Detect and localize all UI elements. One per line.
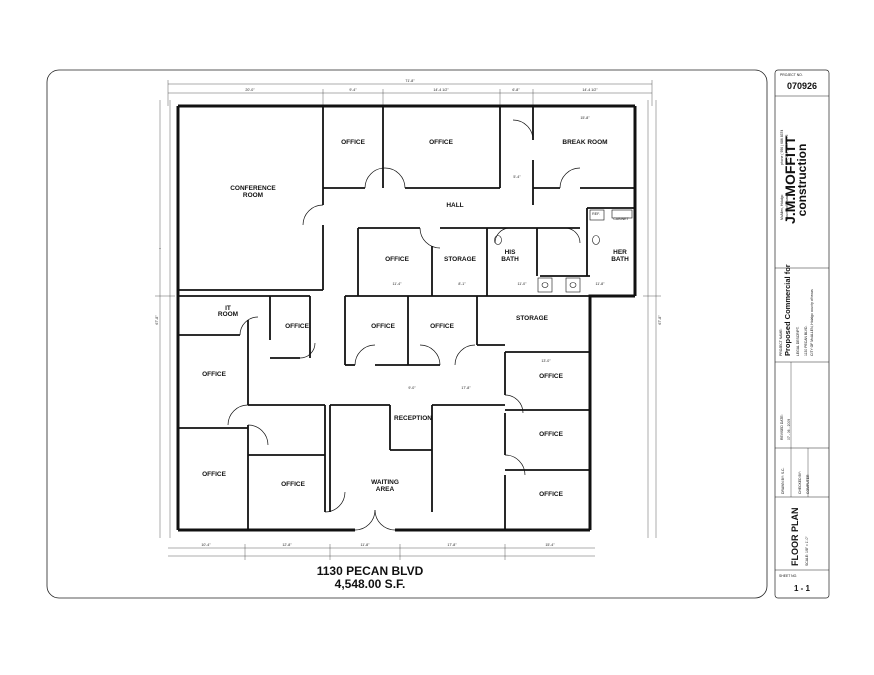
dim-office-s: 13'-0" bbox=[541, 359, 551, 363]
dim-office-w: 11'-4" bbox=[393, 282, 403, 286]
room-office-right-1: OFFICE bbox=[539, 373, 563, 380]
room-office-small: OFFICE bbox=[285, 323, 309, 330]
exterior-walls bbox=[176, 104, 637, 532]
room-his-bath-2: BATH bbox=[501, 256, 519, 263]
room-break: BREAK ROOM bbox=[562, 139, 607, 146]
dim-break-w: 15'-8" bbox=[580, 116, 590, 120]
dim-his-w: 11'-0" bbox=[518, 282, 528, 286]
dim-left-overall: 67'-8" bbox=[155, 315, 159, 325]
legal-desc-2: CITY OF McALLEN, Hidalgo county of texas bbox=[810, 289, 814, 356]
project-name-label: PROJECT NAME: bbox=[779, 328, 783, 356]
room-office-top-1: OFFICE bbox=[341, 139, 365, 146]
room-storage-1: STORAGE bbox=[444, 256, 477, 263]
project-no: 070926 bbox=[787, 81, 817, 91]
checked-value: COMPUTER bbox=[806, 474, 810, 494]
room-it: IT bbox=[225, 305, 231, 312]
fixtures bbox=[159, 209, 633, 293]
room-labels: CONFERENCE ROOM OFFICE OFFICE BREAK ROOM… bbox=[202, 139, 630, 498]
dimension-text: 71'-8" 20'-0" 9'-4" 14'-4 1/2" 6'-8" 14'… bbox=[155, 79, 662, 547]
company-county: County of Texas bbox=[785, 195, 789, 220]
dim-reception-w: 9'-0" bbox=[408, 386, 416, 390]
room-office-bottom: OFFICE bbox=[281, 481, 305, 488]
dim-overall-top: 71'-8" bbox=[405, 79, 415, 83]
dim-top-1: 20'-0" bbox=[245, 88, 255, 92]
interior-walls bbox=[178, 106, 635, 530]
door-swings bbox=[227, 119, 581, 531]
dim-bottom-3: 11'-8" bbox=[361, 543, 371, 547]
room-office-right-2: OFFICE bbox=[539, 431, 563, 438]
room-office-left-2: OFFICE bbox=[202, 471, 226, 478]
drawn-label: DRAWN BY: S.C. bbox=[781, 468, 785, 494]
room-it-2: ROOM bbox=[218, 311, 238, 318]
room-her-bath-2: BATH bbox=[611, 256, 629, 263]
legal-desc-label: LEGAL DESCRIPT. bbox=[796, 326, 800, 356]
room-office-top-2: OFFICE bbox=[429, 139, 453, 146]
dim-hall-w: 5'-4" bbox=[513, 175, 521, 179]
sheet-title: FLOOR PLAN bbox=[790, 508, 800, 567]
company-name: J.M.MOFFITT bbox=[782, 136, 798, 224]
dim-storage-w: 8'-1" bbox=[458, 282, 466, 286]
room-hall: HALL bbox=[446, 202, 463, 209]
room-her-bath: HER bbox=[613, 249, 627, 256]
project-name: Proposed Commercial for bbox=[783, 264, 792, 356]
room-his-bath: HIS bbox=[505, 249, 517, 256]
dimension-lines bbox=[155, 80, 661, 560]
room-office-mid-3: OFFICE bbox=[430, 323, 454, 330]
address-street: 1130 PECAN BLVD bbox=[317, 564, 424, 578]
revised-label: REVISED DATE: bbox=[780, 414, 784, 440]
company-location: McAllen, Hidalgo bbox=[780, 194, 784, 220]
dim-bottom-1: 10'-4" bbox=[201, 543, 211, 547]
dim-bottom-2: 12'-8" bbox=[282, 543, 292, 547]
sheet-border bbox=[46, 69, 768, 599]
room-ref: REF. bbox=[592, 212, 600, 216]
dim-bottom-5: 15'-4" bbox=[545, 543, 555, 547]
room-cabinet: CABINET bbox=[613, 217, 629, 221]
dim-right-overall: 67'-8" bbox=[658, 315, 662, 325]
dim-waiting-w: 17'-8" bbox=[461, 386, 471, 390]
legal-desc-1: 1130 PECAN BLVD. bbox=[804, 326, 808, 356]
dim-top-5: 14'-4 1/2" bbox=[582, 88, 598, 92]
sheet-scale: SCALE: 1/8" = 1'-0" bbox=[805, 536, 809, 566]
project-no-label: PROJECT NO. bbox=[780, 73, 803, 77]
room-office-mid-2: OFFICE bbox=[371, 323, 395, 330]
sheet-no-label: SHEET NO. bbox=[779, 574, 797, 578]
room-office-right-3: OFFICE bbox=[539, 491, 563, 498]
company-phone: phone ( 956 ) 686 8374 bbox=[780, 130, 784, 165]
dim-her-w: 11'-8" bbox=[596, 282, 606, 286]
sheet-no: 1 - 1 bbox=[794, 584, 811, 593]
company-sub: construction bbox=[795, 144, 809, 217]
company-fax: fax ( 956 ) 686 0075 bbox=[785, 135, 789, 165]
room-office-left-1: OFFICE bbox=[202, 371, 226, 378]
revised-date: 07 - 06 - 2009 bbox=[787, 419, 791, 440]
room-waiting: WAITING bbox=[371, 479, 399, 486]
dim-top-3: 14'-4 1/2" bbox=[433, 88, 449, 92]
room-storage-2: STORAGE bbox=[516, 315, 549, 322]
title-block: PROJECT NO. 070926 J.M.MOFFITT construct… bbox=[774, 69, 830, 599]
checked-label: CHECKED BY: bbox=[798, 471, 802, 494]
dim-bottom-4: 17'-8" bbox=[447, 543, 457, 547]
dim-top-2: 9'-4" bbox=[349, 88, 357, 92]
room-conference: CONFERENCE bbox=[230, 185, 276, 192]
dim-top-4: 6'-8" bbox=[512, 88, 520, 92]
room-waiting-2: AREA bbox=[376, 486, 395, 493]
room-office-mid-1: OFFICE bbox=[385, 256, 409, 263]
address-area: 4,548.00 S.F. bbox=[335, 577, 406, 591]
room-conference-2: ROOM bbox=[243, 192, 263, 199]
room-reception: RECEPTION bbox=[394, 415, 432, 422]
